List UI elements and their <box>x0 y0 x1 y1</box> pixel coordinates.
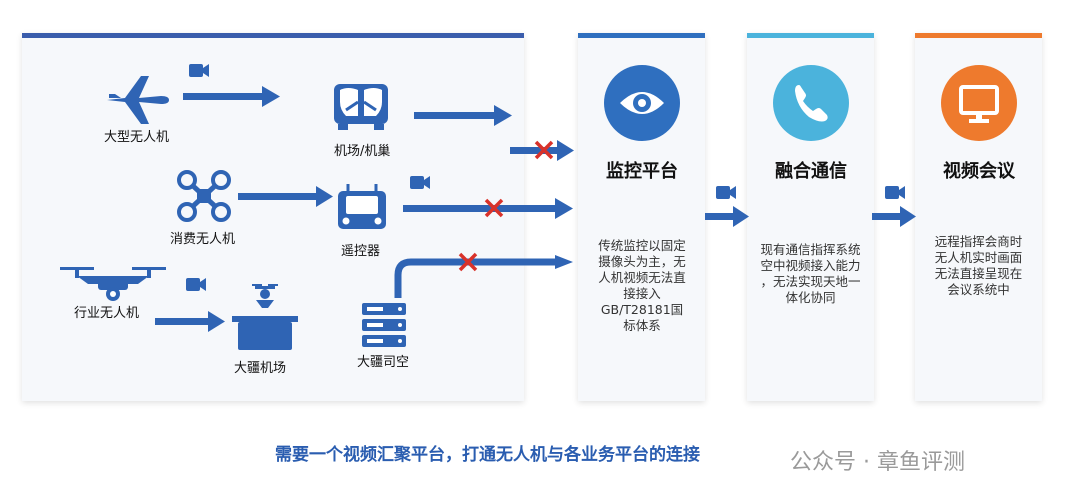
source-panel-bar <box>22 33 524 38</box>
bottom-conclusion: 需要一个视频汇聚平台，打通无人机与各业务平台的连接 <box>275 445 700 465</box>
video-camera-icon <box>885 186 905 199</box>
monitor-circle <box>604 65 680 141</box>
arrow-plane-to-dock <box>183 86 280 107</box>
dock-icon <box>334 84 388 130</box>
label-dji-flighthub: 大疆司空 <box>357 355 410 370</box>
platform-bar-meeting <box>915 33 1042 38</box>
label-airport-nest: 机场/机巢 <box>334 144 391 159</box>
platform-bar-monitor <box>578 33 705 38</box>
video-camera-icon <box>189 64 209 77</box>
platform-desc-comm: 现有通信指挥系统空中视频接入能力，无法实现天地一体化协同 <box>760 242 861 305</box>
platform-title-meeting: 视频会议 <box>943 161 1015 182</box>
platform-desc-meeting: 远程指挥会商时无人机实时画面无法直接呈现在会议系统中 <box>934 234 1023 297</box>
arrow-monitor-to-comm <box>705 206 749 227</box>
arrow-industry-to-dock <box>155 311 225 332</box>
arrow-drone-to-remote <box>238 186 333 207</box>
eye-icon <box>620 92 664 114</box>
platform-title-monitor: 监控平台 <box>606 161 678 182</box>
remote-controller-icon <box>338 184 386 229</box>
platform-title-comm: 融合通信 <box>775 161 847 182</box>
monitor-icon <box>959 85 999 123</box>
label-industry-drone: 行业无人机 <box>74 306 140 321</box>
label-dji-dock: 大疆机场 <box>234 361 287 376</box>
label-consumer-drone: 消费无人机 <box>170 232 236 247</box>
phone-icon <box>795 85 828 122</box>
comm-circle <box>773 65 849 141</box>
arrow-blocked-3 <box>394 255 573 298</box>
label-large-drone: 大型无人机 <box>104 130 170 145</box>
watermark: 公众号 · 章鱼评测 <box>790 450 965 475</box>
blocked-x-icon <box>484 198 504 218</box>
label-remote-controller: 遥控器 <box>341 244 381 259</box>
drone-icon <box>177 170 231 222</box>
arrow-blocked-1 <box>510 140 574 161</box>
server-icon <box>362 303 406 347</box>
arrow-blocked-2 <box>403 198 573 219</box>
airplane-icon <box>107 76 169 124</box>
video-camera-icon <box>186 278 206 291</box>
dji-dock-icon <box>232 284 298 350</box>
video-camera-icon <box>410 176 430 189</box>
arrow-comm-to-meeting <box>872 206 916 227</box>
blocked-x-icon <box>458 252 478 272</box>
arrow-dock-to-monitor <box>414 105 512 126</box>
meeting-circle <box>941 65 1017 141</box>
video-camera-icon <box>716 186 736 199</box>
industry-drone-icon <box>60 267 166 301</box>
blocked-x-icon <box>534 140 554 160</box>
platform-bar-comm <box>747 33 874 38</box>
